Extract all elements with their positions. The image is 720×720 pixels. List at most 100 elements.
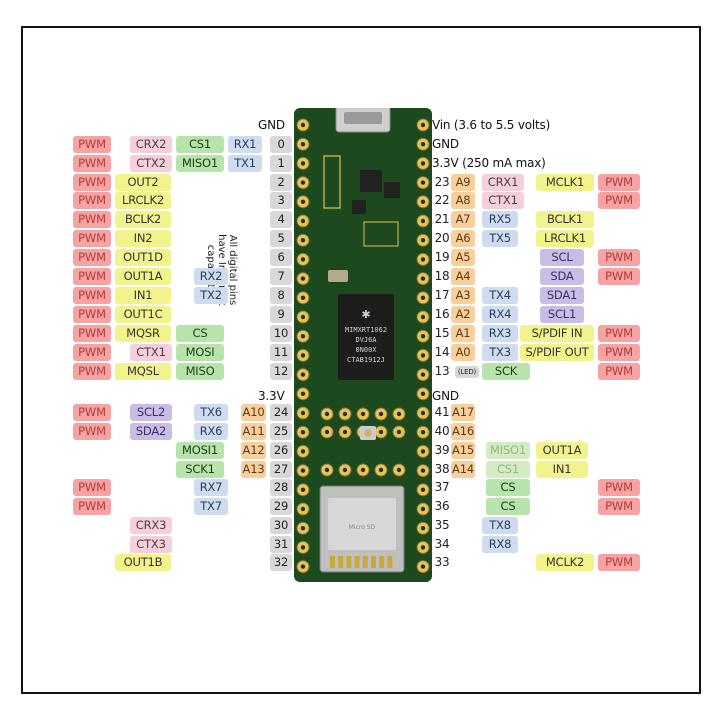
small-chip-3 bbox=[352, 200, 366, 214]
pin-30-label-crx3: CRX3 bbox=[130, 517, 172, 534]
sd-contact-6 bbox=[379, 556, 385, 568]
pin-number-41: 41 bbox=[434, 405, 450, 419]
pin-22-label-a8: A8 bbox=[451, 192, 475, 209]
pin-0-label-rx1: RX1 bbox=[228, 136, 262, 153]
pin-21-label-a7: A7 bbox=[451, 211, 475, 228]
left-pad-15-hole bbox=[300, 410, 306, 416]
pin-number-32: 32 bbox=[270, 554, 292, 571]
pin-0-label-crx2: CRX2 bbox=[130, 136, 172, 153]
left-pad-17-hole bbox=[300, 449, 306, 454]
pin-19-label-a5: A5 bbox=[451, 249, 475, 266]
pin-25-label-rx6: RX6 bbox=[194, 423, 228, 440]
usb-opening bbox=[344, 112, 382, 124]
pin-38-label-in1: IN1 bbox=[536, 461, 588, 478]
left-pad-20-hole bbox=[300, 506, 306, 512]
sd-contact-0 bbox=[330, 556, 335, 568]
pin-17-label-sda1: SDA1 bbox=[540, 287, 584, 304]
pin-6-label-out1d: OUT1D bbox=[115, 249, 171, 266]
pin-1-label-miso1: MISO1 bbox=[176, 155, 224, 172]
pin-15-label-a1: A1 bbox=[451, 325, 475, 342]
pin-number-35: 35 bbox=[434, 518, 450, 532]
right-pad-0-hole bbox=[420, 122, 426, 128]
pin-number-5: 5 bbox=[270, 230, 292, 247]
pin-29-label-pwm: PWM bbox=[73, 498, 111, 515]
pin-18-label-pwm: PWM bbox=[598, 268, 640, 285]
pin-number-1: 1 bbox=[270, 155, 292, 172]
sd-card bbox=[328, 498, 396, 550]
inner-pad-b-3-hole bbox=[378, 429, 384, 435]
pin-number-40: 40 bbox=[434, 424, 450, 438]
right-pad-16-hole bbox=[420, 430, 426, 435]
pin-number-36: 36 bbox=[434, 499, 450, 513]
pin-number-3: 3 bbox=[270, 192, 292, 209]
pin-5-label-pwm: PWM bbox=[73, 230, 111, 247]
inner-pad-a-4-hole bbox=[396, 411, 402, 417]
sd-contact-5 bbox=[371, 556, 376, 568]
pin-number-23: 23 bbox=[434, 175, 450, 189]
left-pad-11-hole bbox=[300, 334, 306, 339]
left-pad-23-hole bbox=[300, 564, 306, 569]
right-pad-22-hole bbox=[420, 545, 426, 550]
right-pad-5-hole bbox=[420, 218, 426, 224]
inner-pad-c-2-hole bbox=[360, 467, 366, 473]
pin-number-7: 7 bbox=[270, 268, 292, 285]
pin-1-label-pwm: PWM bbox=[73, 155, 111, 172]
pin-number-26: 26 bbox=[270, 442, 292, 459]
right-pad-20-hole bbox=[420, 506, 426, 512]
pin-number-24: 24 bbox=[270, 404, 292, 421]
pin-11-label-ctx1: CTX1 bbox=[130, 344, 172, 361]
pin-39-label-a15: A15 bbox=[451, 442, 475, 459]
right-pad-18-hole bbox=[420, 468, 426, 473]
pin-16-label-scl1: SCL1 bbox=[540, 306, 584, 323]
left-pad-7-hole bbox=[300, 257, 306, 262]
pin-25-label-a11: A11 bbox=[241, 423, 266, 440]
pin-8-label-tx2: TX2 bbox=[194, 287, 228, 304]
pin-24-label-pwm: PWM bbox=[73, 404, 111, 421]
gnd-top-left-label: GND bbox=[258, 118, 285, 132]
right-pad-10-hole bbox=[420, 314, 426, 320]
pin-37-label-cs: CS bbox=[486, 479, 530, 496]
right-pad-1-hole bbox=[420, 142, 426, 147]
right-pad-8-hole bbox=[420, 276, 426, 281]
pin-2-label-pwm: PWM bbox=[73, 174, 111, 191]
gnd-right-label: GND bbox=[432, 137, 459, 151]
pin-33-label-mclk2: MCLK2 bbox=[536, 554, 594, 571]
pin-number-31: 31 bbox=[270, 536, 292, 553]
pin-18-label-a4: A4 bbox=[451, 268, 475, 285]
pin-7-label-rx2: RX2 bbox=[194, 268, 228, 285]
pin-40-label-a16: A16 bbox=[451, 423, 475, 440]
inner-pad-a-1-hole bbox=[342, 411, 348, 417]
pin-8-label-in1: IN1 bbox=[115, 287, 171, 304]
pin-34-label-rx8: RX8 bbox=[482, 536, 518, 553]
pin-14-label-pwm: PWM bbox=[598, 344, 640, 361]
left-pad-12-hole bbox=[300, 353, 306, 358]
pin-38-label-cs1: CS1 bbox=[486, 461, 530, 478]
pin-13-label-sck: SCK bbox=[482, 363, 530, 380]
right-pad-6-hole bbox=[420, 238, 426, 243]
teensy-board: ✱ MIMXRT1062 DVJ6A 0N00X CTAB1912J Micro… bbox=[294, 108, 432, 582]
right-pad-12-hole bbox=[420, 353, 426, 358]
pin-15-label-pwm: PWM bbox=[598, 325, 640, 342]
chip-line1: MIMXRT1062 bbox=[345, 326, 387, 334]
pin-27-label-sck1: SCK1 bbox=[176, 461, 224, 478]
pin-number-0: 0 bbox=[270, 136, 292, 153]
inner-pad-b-1-hole bbox=[342, 429, 348, 435]
pin-36-label-pwm: PWM bbox=[598, 498, 640, 515]
pin-36-label-cs: CS bbox=[486, 498, 530, 515]
crystal bbox=[328, 270, 348, 282]
inner-pad-c-0-hole bbox=[324, 467, 330, 473]
bottom-pad-rows bbox=[320, 407, 406, 477]
program-button-cap bbox=[364, 429, 372, 437]
left-pad-14-hole bbox=[300, 391, 306, 396]
pin-21-label-bclk1: BCLK1 bbox=[536, 211, 594, 228]
right-pin-column bbox=[416, 118, 430, 574]
pin-number-28: 28 bbox=[270, 479, 292, 496]
pin-9-label-out1c: OUT1C bbox=[115, 306, 171, 323]
sd-contact-1 bbox=[338, 556, 344, 568]
left-pad-0-hole bbox=[300, 122, 306, 128]
pin-15-label-rx3: RX3 bbox=[482, 325, 518, 342]
pin-35-label-tx8: TX8 bbox=[482, 517, 518, 534]
pin-20-label-a6: A6 bbox=[451, 230, 475, 247]
pin-1-label-tx1: TX1 bbox=[228, 155, 262, 172]
